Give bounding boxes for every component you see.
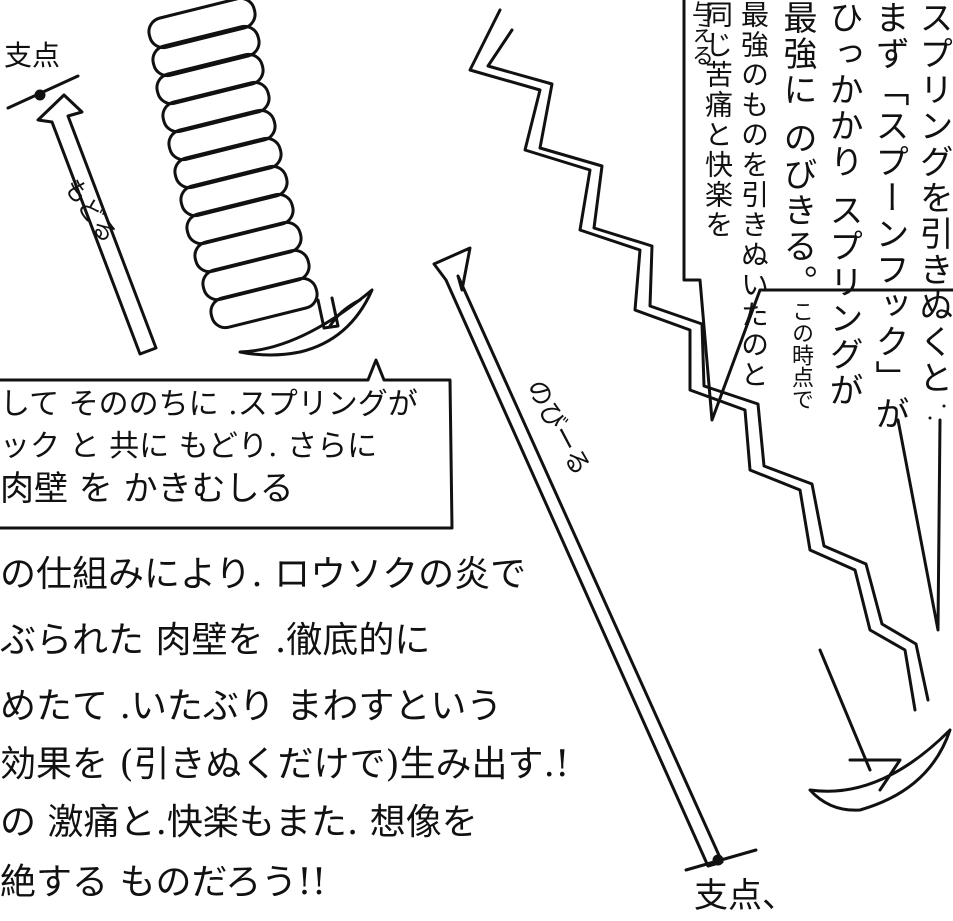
zigzag-spring-inner <box>486 28 930 702</box>
balloon-column: スプリングを引きぬくと <box>913 0 953 396</box>
extend-arrow <box>432 246 724 868</box>
main-description: の仕組みにより. ロウソクの炎で ぶられた 肉壁を .徹底的に めたて .いたぶ… <box>0 542 570 916</box>
balloon-note: この時点で <box>788 300 813 410</box>
fulcrum-dot-bottom <box>712 854 724 866</box>
main-text-line: めたて .いたぶり まわすという <box>0 686 503 727</box>
main-text-line: 絶する ものだろう!! <box>0 862 327 903</box>
compressed-spring <box>147 0 374 357</box>
balloon-column: 最強のものを引きぬいたのと <box>737 0 770 390</box>
balloon-column: 与える <box>688 0 713 66</box>
left-caption-text: して そののちに .スプリングが ック と 共に もどり. さらに 肉壁 を か… <box>0 384 448 510</box>
left-caption-line: して そののちに .スプリングが <box>0 387 418 422</box>
left-caption-line: 肉壁 を かきむしる <box>0 469 294 509</box>
main-text-line: の仕組みにより. ロウソクの炎で <box>0 554 527 595</box>
main-text-line: 効果を (引きぬくだけで)生み出す.! <box>0 744 570 785</box>
left-caption-line: ック と 共に もどり. さらに <box>0 429 378 464</box>
fulcrum-bottom-label: 支点、 <box>694 876 796 916</box>
right-balloon <box>682 0 953 422</box>
balloon-column: まず「スプーンフック」が <box>869 0 909 432</box>
zigzag-spring-outer <box>468 8 917 712</box>
balloon-column: ひっかかり スプリングが <box>823 0 863 409</box>
main-text-line: の 激痛と.快楽もまた. 想像を <box>0 802 478 843</box>
fulcrum-top-label: 支点 <box>4 39 61 72</box>
balloon-column: 最強に のびきる。 <box>777 0 817 301</box>
main-text-line: ぶられた 肉壁を .徹底的に <box>0 620 431 661</box>
return-arrow <box>36 93 158 356</box>
fulcrum-dot-top <box>34 89 46 101</box>
balloon-column: 同じ苦痛と快楽を <box>701 0 734 240</box>
left-caption-box <box>0 358 454 530</box>
